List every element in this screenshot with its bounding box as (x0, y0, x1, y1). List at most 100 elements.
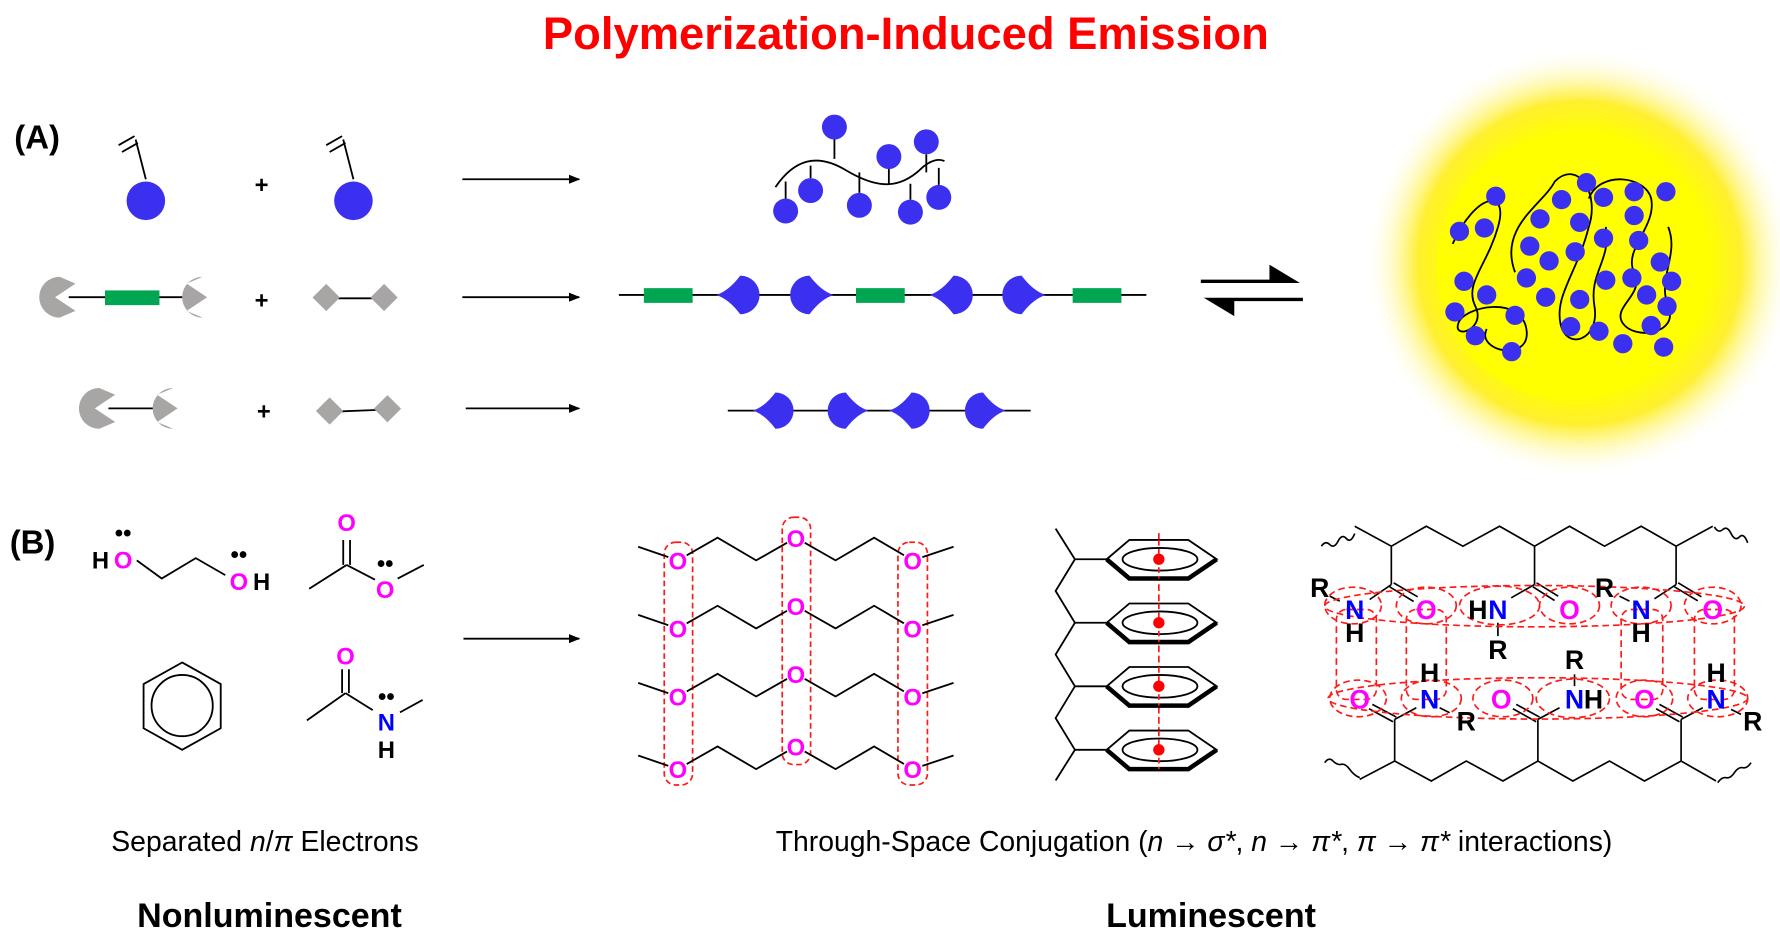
monomer-dot (1629, 230, 1649, 251)
oxygen-atom: O (787, 526, 806, 553)
step-growth-polymer (727, 392, 1031, 429)
oxygen-atom: O (903, 548, 922, 575)
svg-text:H: H (1420, 658, 1439, 688)
monomer-dot (1474, 218, 1495, 238)
svg-text:R: R (1310, 573, 1329, 603)
stacked-phenyl-rings (1054, 528, 1219, 781)
oxygen-atom: O (787, 662, 806, 689)
monomer-dot (1657, 296, 1677, 316)
svg-text:N: N (1706, 685, 1725, 715)
step-growth-polymer (618, 275, 1147, 315)
monomer-dot (1551, 190, 1572, 210)
monomer-dot (1465, 326, 1485, 346)
plus-sign: + (255, 172, 269, 199)
vinyl-monomer (325, 135, 373, 221)
svg-text:R: R (1488, 635, 1507, 665)
monomer-dot (1636, 285, 1657, 305)
vinyl-polymer (773, 114, 952, 225)
svg-text:N: N (1420, 685, 1439, 715)
monomer-dot (1560, 317, 1581, 337)
svg-text:••: •• (115, 520, 132, 547)
caption-separated-electrons: Separated n/π Electrons (111, 826, 418, 858)
svg-text:O: O (114, 547, 133, 574)
panel-label-a: (A) (14, 119, 60, 156)
vinyl-monomer (118, 135, 166, 221)
monomer-dot (1570, 212, 1590, 232)
phenyl-ring (1105, 729, 1219, 772)
svg-text:H: H (92, 547, 109, 574)
svg-text:H: H (1468, 595, 1487, 625)
monomer-dot (1501, 342, 1522, 362)
svg-text:N: N (1345, 595, 1364, 625)
monomer-dot (1650, 252, 1670, 272)
svg-text:O: O (336, 644, 355, 671)
monomer-dot (1613, 334, 1633, 354)
svg-text:••: •• (231, 542, 248, 569)
svg-text:O: O (1349, 685, 1370, 715)
oxygen-atom: O (669, 685, 688, 712)
luminescent-aggregate (1364, 47, 1780, 479)
svg-text:H: H (1345, 618, 1364, 648)
polyamide-hydrogen-bonds: R N H O H N R O R N H O O N H R O N H R … (1310, 525, 1762, 784)
monomer-dot (1539, 251, 1559, 271)
svg-text:R: R (1565, 645, 1584, 675)
monomer-dot (1486, 186, 1506, 206)
figure-title: Polymerization-Induced Emission (543, 8, 1269, 59)
oxygen-atom: O (669, 757, 688, 784)
oxygen-atom: O (787, 594, 806, 621)
monomer-unit (790, 275, 834, 315)
svg-text:N: N (1632, 595, 1651, 625)
phenyl-ring (1105, 666, 1219, 708)
svg-text:N: N (378, 710, 395, 737)
svg-text:O: O (230, 569, 249, 596)
monomer-dot (1565, 242, 1585, 262)
svg-text:O: O (1416, 595, 1437, 625)
ethylene-glycol: H O •• O H •• (92, 520, 270, 596)
monomer-dot (1624, 205, 1644, 226)
svg-text:R: R (1743, 706, 1762, 736)
plus-sign: + (255, 288, 269, 315)
monomer-dot (1477, 285, 1497, 305)
svg-text:O: O (1634, 685, 1655, 715)
monomer-dot (1516, 268, 1537, 288)
svg-text:O: O (1702, 595, 1723, 625)
monomer-unit (929, 275, 973, 315)
monomer-unit (716, 275, 760, 315)
monomer-dot (1570, 289, 1590, 310)
caption-through-space-conjugation: Through-Space Conjugation (n → σ*, n → π… (776, 826, 1613, 858)
bifunctional-monomer-a (39, 276, 208, 318)
monomer-dot (1641, 315, 1661, 336)
monomer-dot (1536, 287, 1556, 307)
monomer-dot (1622, 268, 1642, 288)
bifunctional-monomer-d (315, 395, 402, 425)
monomer-unit (752, 392, 794, 429)
phenyl-ring (1105, 539, 1219, 581)
monomer-unit (1002, 275, 1046, 315)
oxygen-atom: O (903, 685, 922, 712)
bifunctional-monomer-b (312, 283, 398, 312)
monomer-dot (1445, 302, 1465, 322)
monomer-dot (1449, 221, 1470, 242)
monomer-dot (1505, 305, 1525, 326)
bifunctional-monomer-c (78, 387, 178, 429)
svg-text:H: H (1632, 618, 1651, 648)
svg-text:••: •• (377, 551, 394, 578)
monomer-dot (1520, 236, 1540, 256)
oxygen-atom: O (787, 734, 806, 761)
svg-text:••: •• (378, 683, 395, 710)
label-nonluminescent: Nonluminescent (137, 897, 402, 935)
svg-text:N: N (1565, 685, 1584, 715)
oxygen-atom: O (903, 617, 922, 644)
svg-text:N: N (1488, 595, 1507, 625)
monomer-unit (827, 392, 869, 429)
svg-text:H: H (378, 737, 395, 764)
amide-group: O N H •• (306, 644, 424, 764)
monomer-dot (1661, 271, 1682, 291)
monomer-dot (1593, 228, 1614, 248)
monomer-unit (964, 392, 1006, 429)
monomer-dot (1624, 182, 1644, 202)
svg-text:R: R (1457, 706, 1476, 736)
monomer-dot (1589, 321, 1609, 341)
